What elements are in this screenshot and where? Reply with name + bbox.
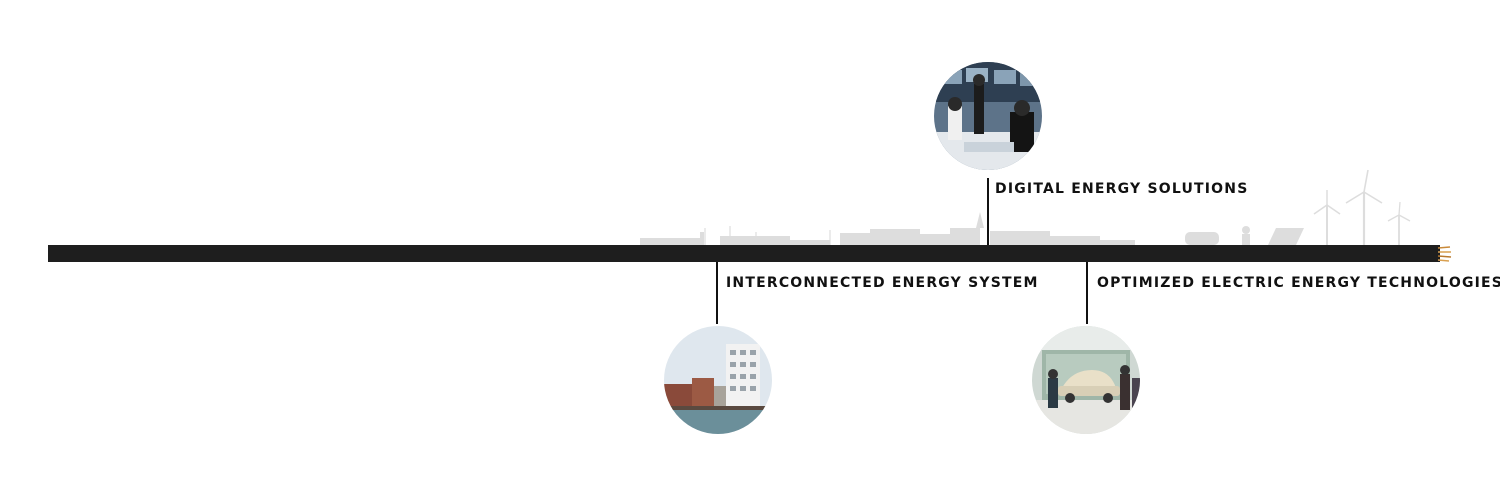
interconnected-energy-connector: [716, 262, 718, 324]
control-room-photo-icon: [934, 62, 1042, 170]
digital-energy-photo: [934, 62, 1042, 170]
optimized-energy-photo: [1032, 326, 1140, 434]
electric-car-lab-photo-icon: [1032, 326, 1140, 434]
timeline-cable: [48, 245, 1440, 262]
harbour-buildings-photo-icon: [664, 326, 772, 434]
interconnected-energy-label: INTERCONNECTED ENERGY SYSTEM: [726, 275, 1039, 291]
cable-wire-end-icon: [1437, 246, 1452, 262]
digital-energy-label: DIGITAL ENERGY SOLUTIONS: [995, 181, 1249, 197]
optimized-energy-label: OPTIMIZED ELECTRIC ENERGY TECHNOLOGIES: [1097, 275, 1500, 291]
optimized-energy-connector: [1086, 262, 1088, 324]
digital-energy-connector: [987, 178, 989, 245]
interconnected-energy-photo: [664, 326, 772, 434]
